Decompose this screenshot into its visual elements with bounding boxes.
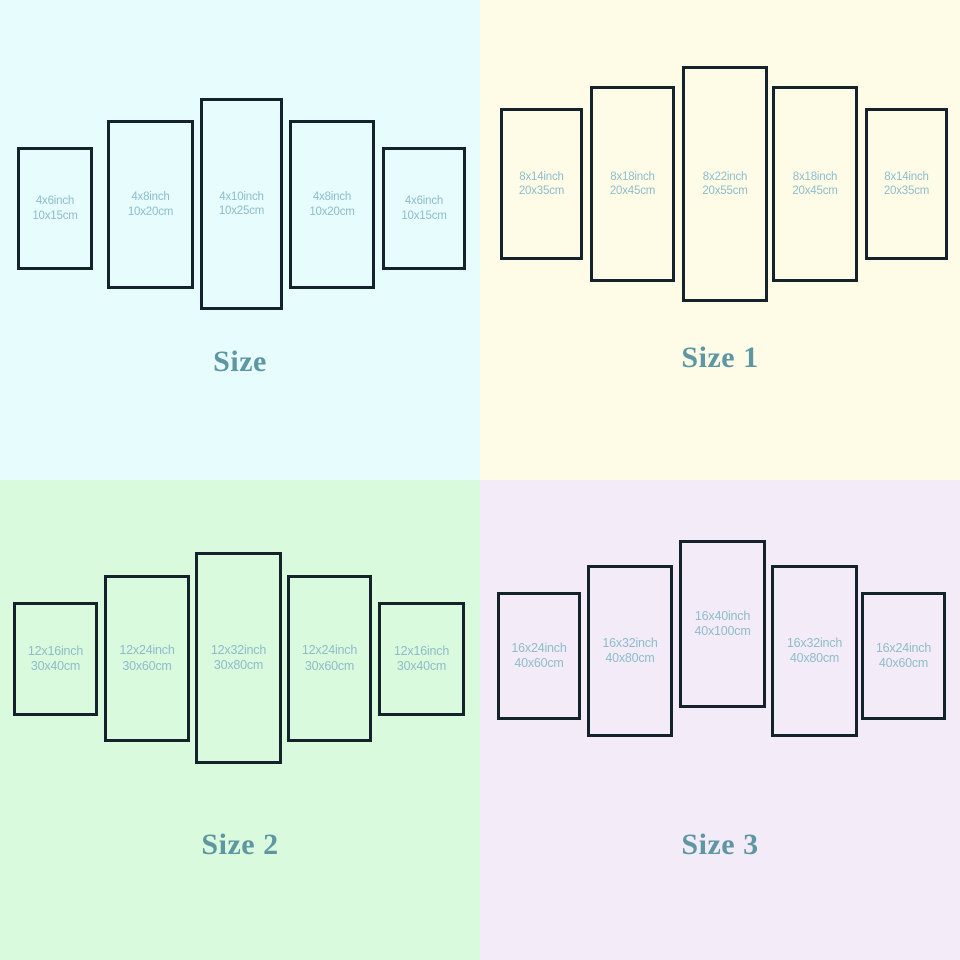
dimension-cm: 40x60cm bbox=[878, 656, 929, 670]
dimension-inch: 16x24inch bbox=[511, 640, 567, 655]
dimension-cm: 10x20cm bbox=[127, 205, 174, 218]
dimension-cm: 20x45cm bbox=[609, 185, 656, 197]
canvas-panel-2: 8x18inch 20x45cm bbox=[590, 86, 675, 282]
dimension-cm: 20x55cm bbox=[702, 185, 748, 197]
dimension-inch: 16x40inch bbox=[694, 608, 751, 623]
dimension-cm: 10x25cm bbox=[218, 205, 265, 217]
dimension-inch: 12x24inch bbox=[301, 643, 358, 658]
dimension-cm: 20x35cm bbox=[518, 185, 565, 197]
dimension-inch: 4x6inch bbox=[35, 195, 75, 208]
dimension-inch: 12x16inch bbox=[27, 643, 84, 658]
dimension-cm: 30x60cm bbox=[122, 658, 172, 673]
dimension-cm: 40x80cm bbox=[605, 651, 655, 665]
canvas-panel-1: 8x14inch 20x35cm bbox=[500, 108, 583, 260]
size-variant-title: Size 2 bbox=[201, 828, 279, 861]
dimension-inch: 12x32inch bbox=[210, 642, 267, 657]
panel-group: 8x14inch 20x35cm 8x18inch 20x45cm 8x22inch 20… bbox=[480, 0, 960, 480]
dimension-cm: 10x15cm bbox=[401, 209, 447, 222]
size-variant-title: Size 1 bbox=[681, 341, 759, 374]
dimension-inch: 8x14inch bbox=[519, 170, 564, 183]
dimension-cm: 30x60cm bbox=[304, 658, 355, 673]
dimension-inch: 8x18inch bbox=[610, 170, 655, 183]
dimension-inch: 8x14inch bbox=[884, 170, 929, 183]
dimension-inch: 16x24inch bbox=[875, 640, 932, 655]
dimension-inch: 12x16inch bbox=[393, 643, 450, 658]
dimension-inch: 4x10inch bbox=[219, 190, 264, 203]
dimension-cm: 30x40cm bbox=[30, 659, 81, 673]
dimension-cm: 40x100cm bbox=[694, 624, 751, 638]
panel-dimension-label: 4x10inch 10x25cm bbox=[219, 190, 264, 218]
canvas-panel-3: 8x22inch 20x55cm bbox=[682, 66, 768, 302]
dimension-inch: 16x32inch bbox=[602, 635, 658, 650]
size-variant-title: Size 3 bbox=[681, 828, 759, 861]
dimension-cm: 40x60cm bbox=[514, 656, 564, 670]
panel-dimension-label: 8x18inch 20x45cm bbox=[792, 170, 837, 198]
dimension-inch: 12x24inch bbox=[119, 643, 175, 658]
dimension-cm: 10x15cm bbox=[32, 209, 78, 222]
dimension-cm: 20x35cm bbox=[883, 185, 930, 197]
size-variant-title: Size bbox=[213, 345, 267, 378]
panel-dimension-label: 8x14inch 20x35cm bbox=[884, 170, 929, 198]
canvas-panel-5: 8x14inch 20x35cm bbox=[865, 108, 948, 260]
dimension-inch: 16x32inch bbox=[786, 635, 843, 650]
size-variant-size-1[interactable]: 8x14inch 20x35cm 8x18inch 20x45cm 8x22inch 20… bbox=[480, 0, 960, 480]
canvas-panel-3: 4x10inch 10x25cm bbox=[200, 98, 283, 310]
dimension-cm: 40x80cm bbox=[789, 651, 840, 665]
dimension-cm: 30x80cm bbox=[213, 658, 264, 672]
dimension-inch: 8x22inch bbox=[702, 170, 748, 183]
dimension-inch: 8x18inch bbox=[792, 170, 838, 183]
dimension-cm: 30x40cm bbox=[396, 659, 447, 673]
dimension-inch: 4x6inch bbox=[404, 195, 444, 208]
panel-dimension-label: 8x18inch 20x45cm bbox=[610, 170, 655, 198]
panel-dimension-label: 8x14inch 20x35cm bbox=[519, 170, 564, 198]
dimension-inch: 4x8inch bbox=[131, 191, 170, 204]
dimension-cm: 20x45cm bbox=[792, 185, 838, 197]
dimension-inch: 4x8inch bbox=[312, 191, 352, 204]
panel-dimension-label: 8x22inch 20x55cm bbox=[702, 170, 747, 198]
canvas-panel-4: 8x18inch 20x45cm bbox=[772, 86, 858, 282]
dimension-cm: 10x20cm bbox=[309, 205, 355, 218]
